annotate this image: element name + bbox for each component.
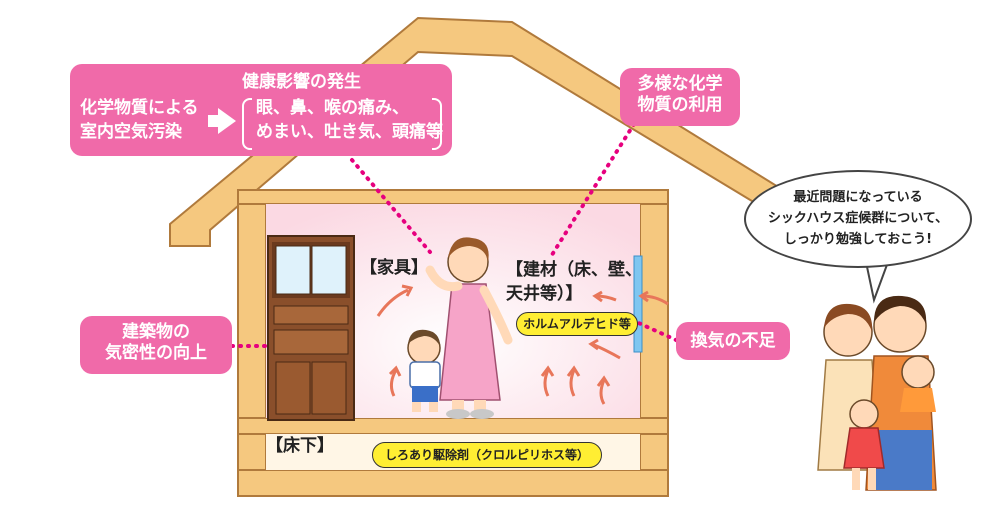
materials-label-line-1: 【建材（床、壁、 (506, 260, 642, 280)
health-effects-callout: 健康影響の発生 化学物質による 室内空気汚染 眼、鼻、喉の痛み、 めまい、吐き気… (70, 64, 452, 156)
formaldehyde-tag: ホルムアルデヒド等 (516, 312, 638, 336)
termiticide-tag: しろあり駆除剤（クロルピリホス等） (372, 442, 602, 468)
underfloor-label: 【床下】 (266, 436, 334, 456)
airtightness-callout: 建築物の 気密性の向上 (80, 316, 232, 374)
arrow-right-icon (218, 108, 236, 134)
left-bracket-icon (242, 98, 252, 150)
child-figure (407, 329, 441, 412)
emission-arrows (376, 284, 669, 405)
ventilation-callout: 換気の不足 (676, 322, 790, 360)
speech-bubble: 最近問題になっている シックハウス症候群について、 しっかり勉強しておこう! (744, 170, 972, 268)
effects-line-2: めまい、吐き気、頭痛等 (256, 122, 443, 142)
speech-line-3: しっかり勉強しておこう! (783, 231, 933, 247)
callout-lines (230, 122, 678, 348)
house-foundation (237, 469, 669, 497)
house-wall-right (639, 195, 669, 497)
speech-line-2: シックハウス症候群について、 (767, 210, 949, 226)
chem-line-2: 物質の利用 (637, 95, 723, 116)
family-figures (817, 295, 937, 491)
materials-label-line-2: 天井等）】 (506, 284, 583, 304)
cabinet (267, 235, 355, 421)
airtight-line-2: 気密性の向上 (105, 343, 207, 364)
cause-line-2: 室内空気汚染 (80, 122, 182, 142)
speech-line-1: 最近問題になっている (793, 190, 923, 205)
chem-line-1: 多様な化学 (637, 74, 723, 94)
health-title: 健康影響の発生 (242, 72, 361, 92)
right-bracket-icon (432, 98, 442, 150)
arrow-stem (208, 115, 220, 127)
furniture-label: 【家具】 (360, 258, 428, 278)
airtight-line-1: 建築物の (122, 322, 190, 342)
window-glass (633, 255, 643, 353)
house-ceiling (237, 189, 669, 205)
mother-figure (425, 237, 513, 419)
cause-line-1: 化学物質による (80, 98, 199, 118)
chemical-use-callout: 多様な化学 物質の利用 (620, 68, 740, 126)
effects-line-1: 眼、鼻、喉の痛み、 (256, 98, 409, 118)
ventilation-text: 換気の不足 (690, 331, 776, 351)
